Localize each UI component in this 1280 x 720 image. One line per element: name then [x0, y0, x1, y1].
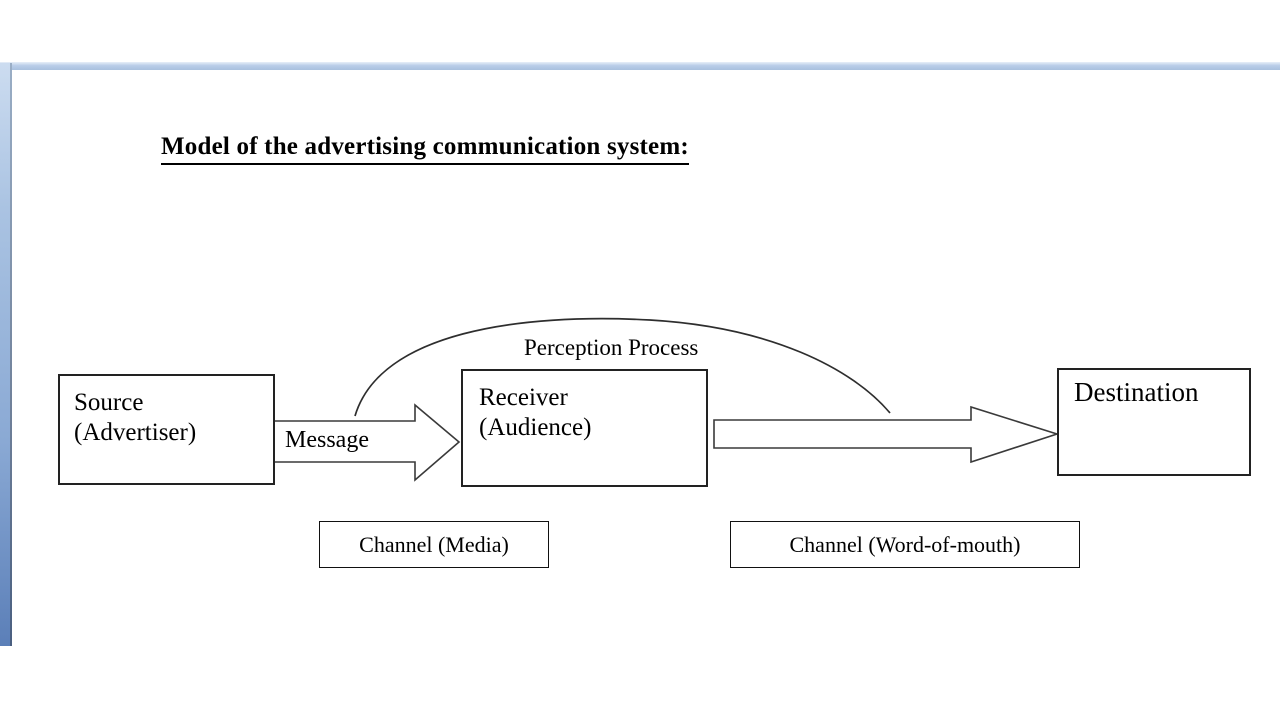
- slide-frame-left-edge: [10, 63, 12, 646]
- channel-word-of-mouth-label: Channel (Word-of-mouth): [789, 531, 1021, 557]
- message-arrow-label: Message: [285, 427, 369, 453]
- channel-media-box[interactable]: Channel (Media): [319, 521, 549, 568]
- node-receiver[interactable]: Receiver (Audience): [461, 369, 708, 487]
- channel-media-label: Channel (Media): [359, 531, 509, 557]
- node-source[interactable]: Source (Advertiser): [58, 374, 275, 485]
- node-destination-label: Destination: [1074, 377, 1199, 407]
- node-source-label: Source (Advertiser): [74, 389, 197, 446]
- node-receiver-label: Receiver (Audience): [479, 384, 592, 441]
- slide-frame-top-bar: [0, 62, 1280, 70]
- page-title: Model of the advertising communication s…: [161, 133, 689, 165]
- word-of-mouth-block-arrow: [713, 405, 1060, 464]
- perception-process-label: Perception Process: [524, 335, 699, 360]
- channel-word-of-mouth-box[interactable]: Channel (Word-of-mouth): [730, 521, 1080, 568]
- node-destination[interactable]: Destination: [1057, 368, 1251, 476]
- slide-frame-left-bar: [0, 63, 10, 646]
